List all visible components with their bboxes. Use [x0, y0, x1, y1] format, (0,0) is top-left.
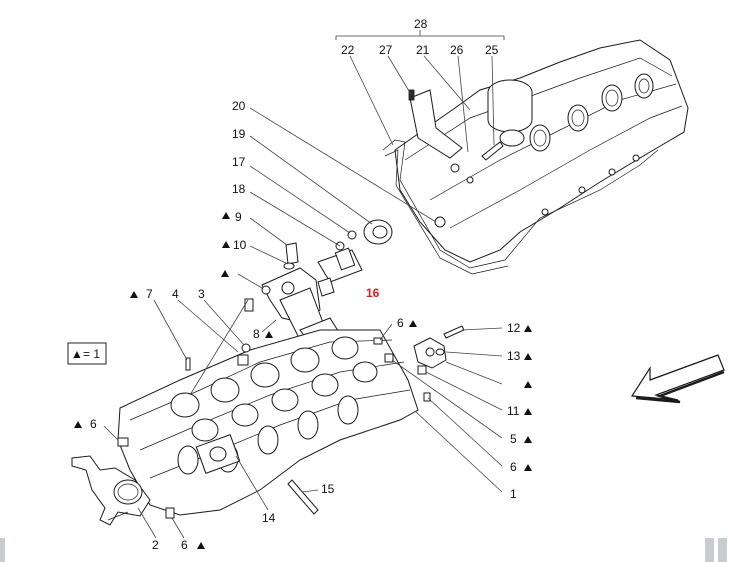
label-2: 2: [152, 538, 159, 552]
label-1: 1: [510, 487, 517, 501]
label-22: 22: [341, 43, 355, 57]
head-gasket: [71, 455, 151, 526]
label-10: 10: [233, 238, 247, 252]
triangle-marker-cap: [221, 270, 229, 277]
label-12: 12: [507, 321, 521, 335]
label-25: 25: [485, 43, 499, 57]
triangle-marker-11: [524, 408, 532, 415]
right-bracket-group: [287, 325, 465, 515]
triangle-marker-6-bottom: [197, 542, 205, 549]
legend: ▲ = 1: [67, 342, 107, 365]
label-9: 9: [235, 210, 242, 224]
leader-lines: [103, 30, 505, 539]
triangle-marker-9: [222, 212, 230, 219]
label-18: 18: [232, 182, 246, 196]
right-edge-marker-2: [718, 538, 727, 562]
label-4: 4: [172, 287, 179, 301]
label-6-top: 6: [397, 316, 404, 330]
label-15: 15: [321, 482, 335, 496]
label-3: 3: [198, 287, 205, 301]
part-labels: 28 22 27 21 26 25 20 19 17 18 16 9 10 8 …: [74, 17, 532, 552]
triangle-marker-right: [524, 381, 532, 388]
label-6-right: 6: [510, 460, 517, 474]
right-edge-marker-1: [705, 538, 714, 562]
direction-arrow: [630, 354, 725, 404]
label-6-left: 6: [90, 417, 97, 431]
label-6-bottom: 6: [181, 538, 188, 552]
label-8: 8: [253, 327, 260, 341]
triangle-marker-6-left: [74, 421, 82, 428]
label-13: 13: [507, 349, 521, 363]
label-14: 14: [262, 511, 276, 525]
legend-text: = 1: [83, 347, 100, 361]
triangle-marker-12: [524, 325, 532, 332]
label-11: 11: [507, 404, 520, 418]
label-16: 16: [366, 286, 380, 300]
label-7: 7: [146, 287, 153, 301]
triangle-marker-7: [130, 291, 138, 298]
triangle-marker-5: [524, 436, 532, 443]
label-21: 21: [416, 43, 430, 57]
label-26: 26: [450, 43, 464, 57]
label-20: 20: [232, 99, 246, 113]
label-17: 17: [232, 155, 246, 169]
triangle-marker-6-right: [524, 464, 532, 471]
cylinder-head: [117, 329, 431, 519]
label-19: 19: [232, 127, 246, 141]
label-5: 5: [510, 432, 517, 446]
triangle-marker-8: [265, 331, 273, 338]
triangle-marker-13: [524, 353, 532, 360]
valve-cover: [382, 39, 689, 275]
left-edge-marker: [0, 538, 5, 562]
label-28: 28: [414, 17, 428, 31]
vvt-actuator-group: [283, 219, 393, 297]
triangle-marker-10: [222, 241, 230, 248]
triangle-marker-6-top: [409, 320, 417, 327]
label-27: 27: [379, 43, 393, 57]
legend-symbol: ▲: [71, 347, 83, 361]
